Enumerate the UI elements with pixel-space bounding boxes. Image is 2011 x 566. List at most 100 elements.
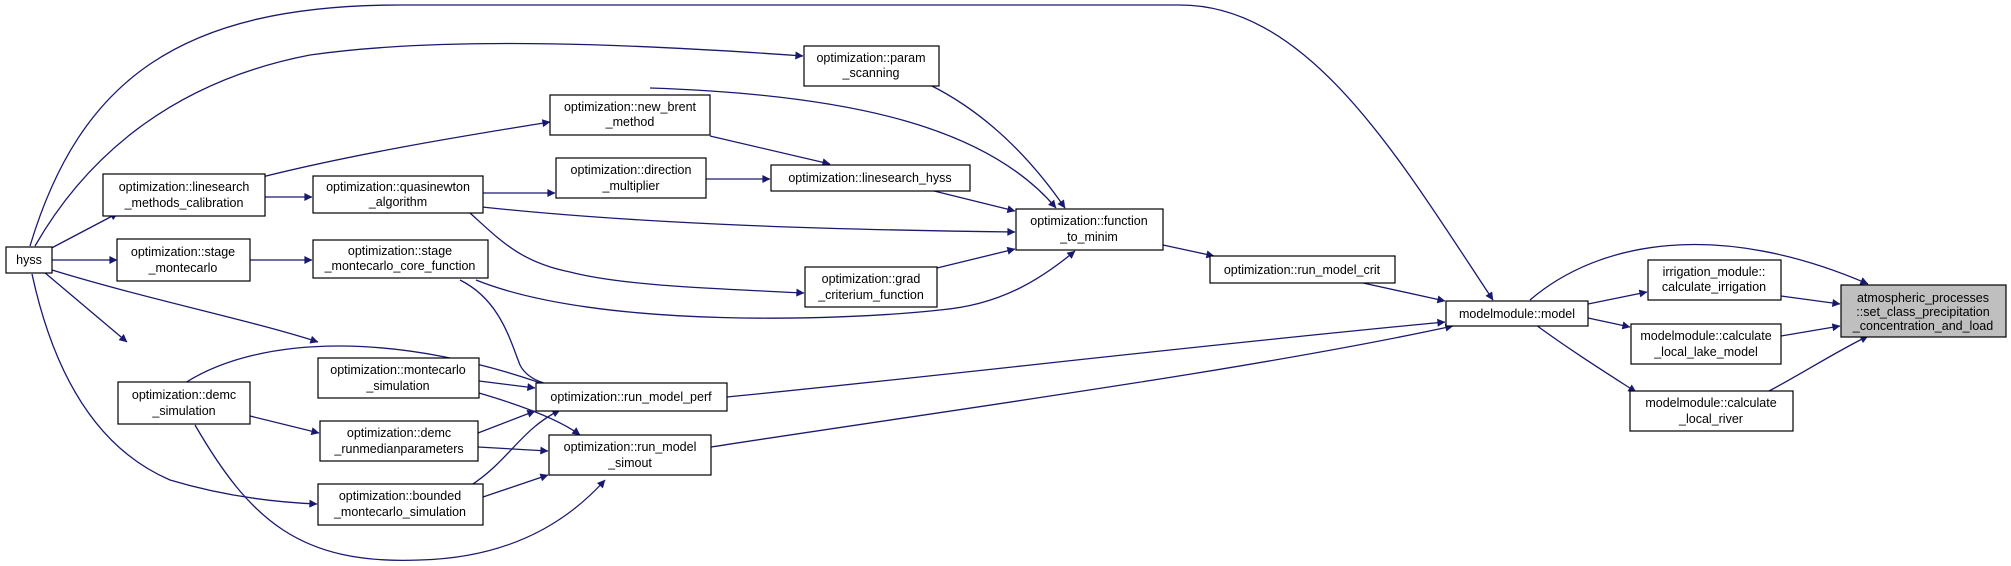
node-label-line-1: modelmodule::calculate — [1645, 396, 1776, 410]
edge-hyss-to-bounded — [31, 273, 318, 508]
edge-brent-to-lshyss — [709, 135, 831, 167]
edge-mcsim-to-simout — [478, 392, 581, 436]
node-grad-criterium-function[interactable]: optimization::grad _criterium_function — [804, 266, 938, 308]
node-label-line-1: optimization::stage — [348, 244, 452, 258]
node-label-line-2: _methods_calibration — [124, 196, 244, 210]
edges — [29, 4, 1869, 562]
edge-brent-to-fmin — [649, 87, 1057, 209]
node-montecarlo-simulation[interactable]: optimization::montecarlo _simulation — [317, 357, 480, 399]
node-label: optimization::linesearch_hyss — [788, 171, 951, 185]
edge-grad-to-fmin — [936, 246, 1016, 269]
edge-hyss-to-demc — [43, 271, 128, 343]
node-label-line-1: optimization::direction — [571, 163, 692, 177]
node-label-line-2: _multiplier — [602, 179, 660, 193]
node-direction-multiplier[interactable]: optimization::direction _multiplier — [555, 157, 707, 199]
node-model[interactable]: modelmodule::model — [1445, 300, 1589, 327]
node-label-line-1: atmospheric_processes — [1857, 291, 1989, 305]
node-calculate-irrigation[interactable]: irrigation_module:: calculate_irrigation — [1647, 259, 1782, 301]
node-label-line-2: _local_river — [1678, 412, 1743, 426]
node-linesearch-methods-calibration[interactable]: optimization::linesearch _methods_calibr… — [102, 173, 266, 217]
node-label-line-2: _algorithm — [368, 195, 427, 209]
node-label-line-1: optimization::grad — [822, 272, 921, 286]
node-label-line-1: optimization::bounded — [339, 489, 461, 503]
node-label-line-1: optimization::param — [816, 51, 925, 65]
edge-bounded-to-simout — [482, 473, 549, 498]
node-label-line-1: optimization::function — [1030, 214, 1147, 228]
node-label-line-2: _runmedianparameters — [333, 442, 463, 456]
node-demc-simulation[interactable]: optimization::demc _simulation — [117, 381, 251, 425]
edge-demc-to-simout — [194, 424, 606, 562]
node-label-line-2: calculate_irrigation — [1662, 280, 1766, 294]
node-calculate-local-river[interactable]: modelmodule::calculate _local_river — [1629, 390, 1794, 432]
node-run-model-crit[interactable]: optimization::run_model_crit — [1209, 255, 1396, 284]
node-label-line-1: modelmodule::calculate — [1640, 329, 1771, 343]
edge-hyss-to-model — [29, 4, 1494, 301]
edge-model-to-river — [1535, 324, 1637, 393]
edge-bounded-to-perf — [469, 409, 561, 487]
edge-quasi-to-fmin — [481, 206, 1016, 236]
node-label-line-2: _montecarlo_simulation — [333, 505, 466, 519]
edge-hyss-to-param — [34, 42, 804, 247]
edge-model-to-root — [1529, 243, 1869, 301]
node-new-brent-method[interactable]: optimization::new_brent _method — [549, 94, 711, 136]
node-label-line-1: optimization::montecarlo — [330, 363, 466, 377]
node-demc-runmedianparameters[interactable]: optimization::demc _runmedianparameters — [319, 420, 479, 462]
node-param-scanning[interactable]: optimization::param _scanning — [803, 45, 940, 87]
edge-demcrun-to-perf — [477, 410, 536, 434]
node-label-line-1: optimization::linesearch — [119, 180, 250, 194]
edge-hyss-to-lsmc — [43, 212, 119, 253]
node-label-line-1: optimization::run_model — [564, 440, 697, 454]
node-label-line-1: optimization::quasinewton — [326, 180, 470, 194]
node-label-line-1: optimization::stage — [131, 245, 235, 259]
node-label-line-2: _method — [605, 115, 655, 129]
node-run-model-perf[interactable]: optimization::run_model_perf — [535, 382, 728, 412]
node-set-class-precipitation-root[interactable]: atmospheric_processes ::set_class_precip… — [1840, 284, 2007, 338]
edge-lsmc-to-brent — [261, 119, 551, 178]
node-label: optimization::run_model_crit — [1224, 263, 1381, 277]
edge-simout-to-model — [710, 323, 1454, 448]
node-label-line-1: irrigation_module:: — [1663, 265, 1766, 279]
node-label: hyss — [16, 253, 42, 267]
edge-quasi-to-grad — [469, 212, 805, 297]
edge-param-to-fmin — [929, 84, 1066, 209]
node-bounded-montecarlo-simulation[interactable]: optimization::bounded _montecarlo_simula… — [317, 483, 484, 526]
edge-mcsim-to-perf — [478, 380, 536, 392]
edge-perf-to-model — [726, 318, 1446, 398]
edge-river-to-root — [1766, 335, 1869, 393]
edge-demcrun-to-simout — [477, 446, 549, 455]
node-label: optimization::run_model_perf — [550, 390, 712, 404]
node-label-line-2: _local_lake_model — [1653, 345, 1758, 359]
node-function-to-minim[interactable]: optimization::function _to_minim — [1015, 208, 1164, 251]
node-label-line-2: _scanning — [842, 66, 900, 80]
node-label-line-2: _montecarlo_core_function — [324, 259, 476, 273]
node-label-line-2: _montecarlo — [148, 261, 218, 275]
edge-core-to-fmin — [475, 250, 1076, 319]
node-stage-montecarlo[interactable]: optimization::stage _montecarlo — [116, 238, 251, 282]
node-label-line-2: _simout — [607, 456, 652, 470]
node-run-model-simout[interactable]: optimization::run_model _simout — [548, 434, 712, 476]
node-label-line-2: ::set_class_precipitation — [1856, 305, 1989, 319]
node-label-line-2: _criterium_function — [817, 288, 924, 302]
edge-model-to-lake — [1587, 317, 1631, 330]
node-label-line-1: optimization::demc — [347, 426, 451, 440]
edge-irrigation-to-root — [1780, 295, 1841, 307]
edge-model-to-irrigation — [1587, 289, 1648, 305]
nodes: hyss optimization::linesearch _methods_c… — [5, 45, 2007, 526]
node-label-line-2: _simulation — [365, 379, 429, 393]
node-calculate-local-lake-model[interactable]: modelmodule::calculate _local_lake_model — [1630, 323, 1782, 365]
node-stage-montecarlo-core-function[interactable]: optimization::stage _montecarlo_core_fun… — [312, 239, 489, 279]
edge-hyss-to-mcsim — [51, 269, 319, 344]
node-quasinewton-algorithm[interactable]: optimization::quasinewton _algorithm — [312, 175, 484, 214]
node-label-line-3: _concentration_and_load — [1852, 319, 1993, 333]
node-hyss[interactable]: hyss — [5, 246, 53, 274]
edge-runcrit-to-model — [1362, 282, 1446, 304]
node-label-line-1: optimization::demc — [132, 388, 236, 402]
node-label-line-1: optimization::new_brent — [564, 100, 697, 114]
edge-lake-to-root — [1780, 323, 1841, 337]
edge-lshyss-to-fmin — [929, 189, 1016, 214]
edge-demc-to-perf — [184, 345, 561, 392]
node-label-line-2: _to_minim — [1059, 230, 1118, 244]
node-label-line-2: _simulation — [151, 404, 215, 418]
node-label: modelmodule::model — [1459, 307, 1575, 321]
node-linesearch-hyss[interactable]: optimization::linesearch_hyss — [770, 164, 971, 192]
